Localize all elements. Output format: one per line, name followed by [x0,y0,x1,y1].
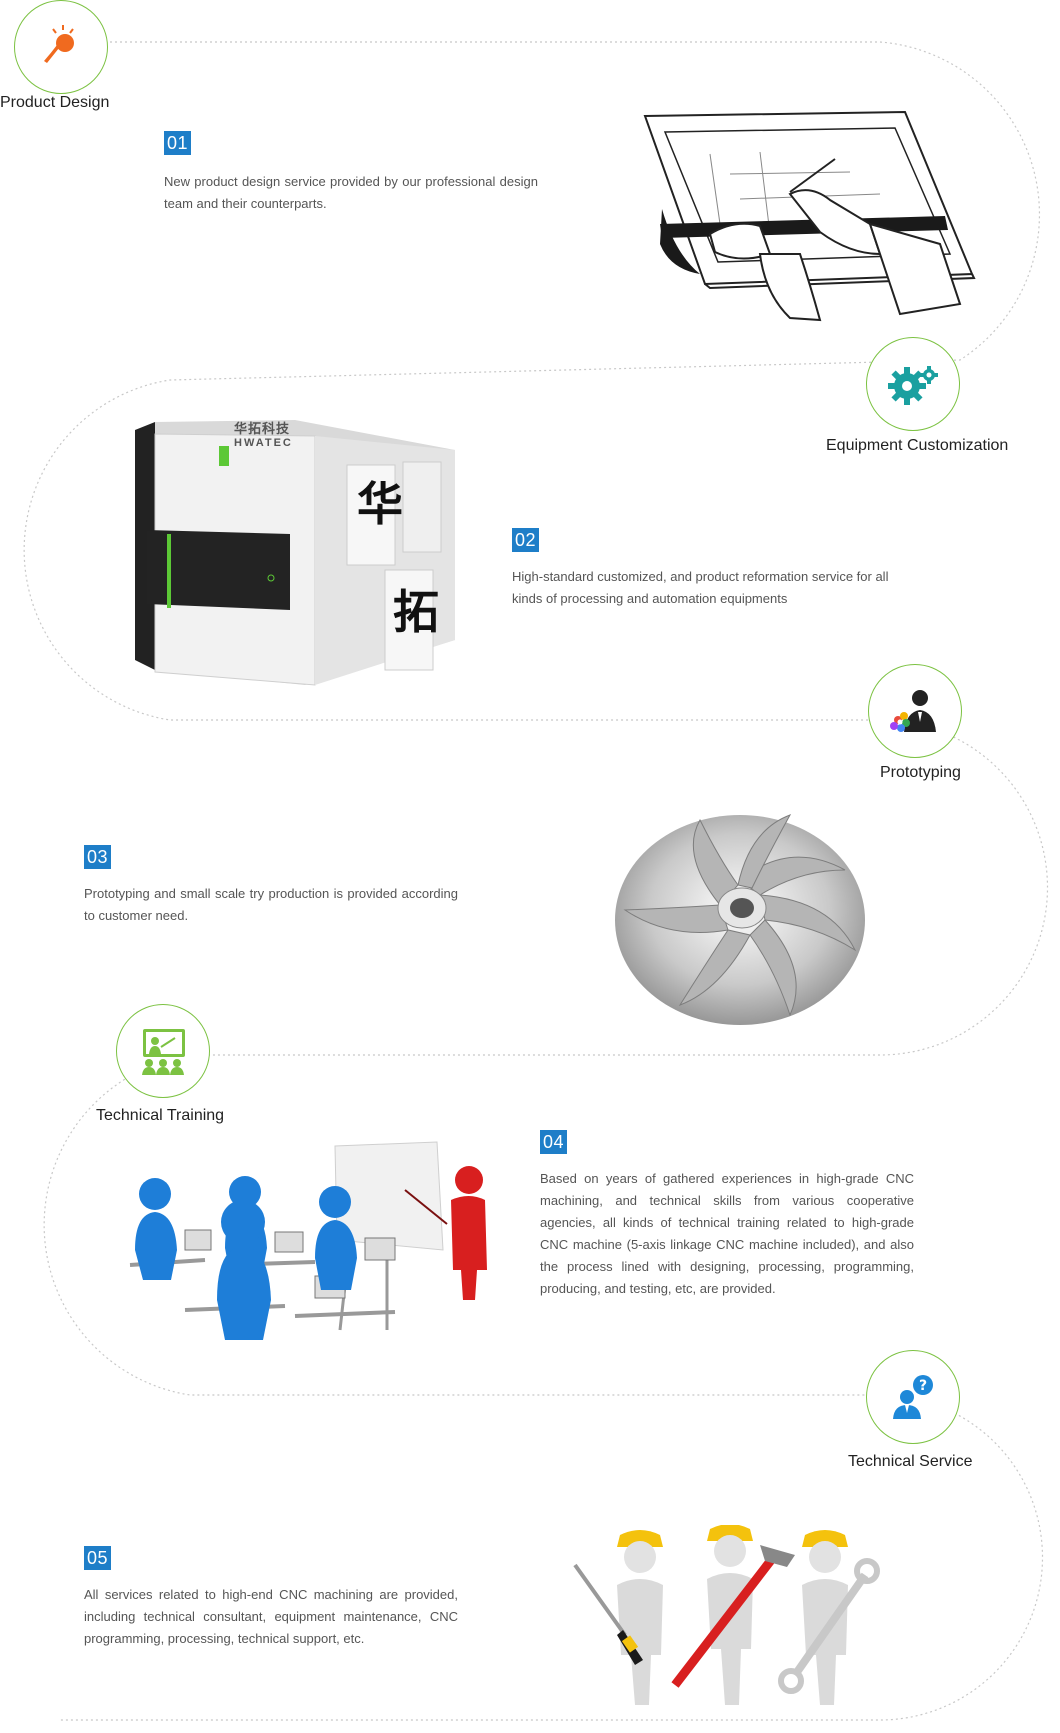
service-workers-illustration [573,1525,880,1705]
drafting-table-illustration [643,110,976,322]
step-number: 01 [164,131,192,155]
technical-training-node [116,1004,210,1098]
impeller-illustration [615,814,865,1025]
product-design-node [14,0,108,94]
person-flower-icon [890,690,936,732]
support-question-icon: ? [893,1375,933,1419]
gear-icon [888,366,938,405]
brand-cn: 华拓科技 [234,421,291,436]
step-title: Product Design [0,94,110,111]
brand-logo: 华拓科技 HWATEC [212,418,293,449]
step-title: Prototyping [880,764,961,781]
step-title: Technical Training [96,1107,225,1124]
svg-text:?: ? [919,1378,927,1394]
hwatec-machine-illustration: 华拓科技 HWATEC 华 拓 [125,410,460,690]
step-title: Equipment Customization [826,437,1009,454]
panel-calligraphy-1: 华 [357,477,403,531]
step-description: Based on years of gathered experiences i… [540,1171,914,1296]
technical-service-node: ? [866,1350,960,1444]
training-class-illustration [129,1141,487,1340]
brush-icon [44,25,74,63]
step-description: Prototyping and small scale try producti… [84,886,458,923]
equipment-customization-node [866,337,960,431]
step-number: 02 [512,528,540,552]
step-description: High-standard customized, and product re… [512,569,889,606]
training-board-icon [142,1029,185,1075]
step-number: 05 [84,1546,112,1570]
prototyping-node [868,664,962,758]
brand-en: HWATEC [234,437,293,449]
step-number: 04 [540,1130,568,1154]
step-title: Technical Service [848,1453,973,1470]
panel-calligraphy-2: 拓 [393,585,439,639]
step-description: New product design service provided by o… [164,174,538,211]
step-description: All services related to high-end CNC mac… [84,1587,458,1646]
step-number: 03 [84,845,112,869]
